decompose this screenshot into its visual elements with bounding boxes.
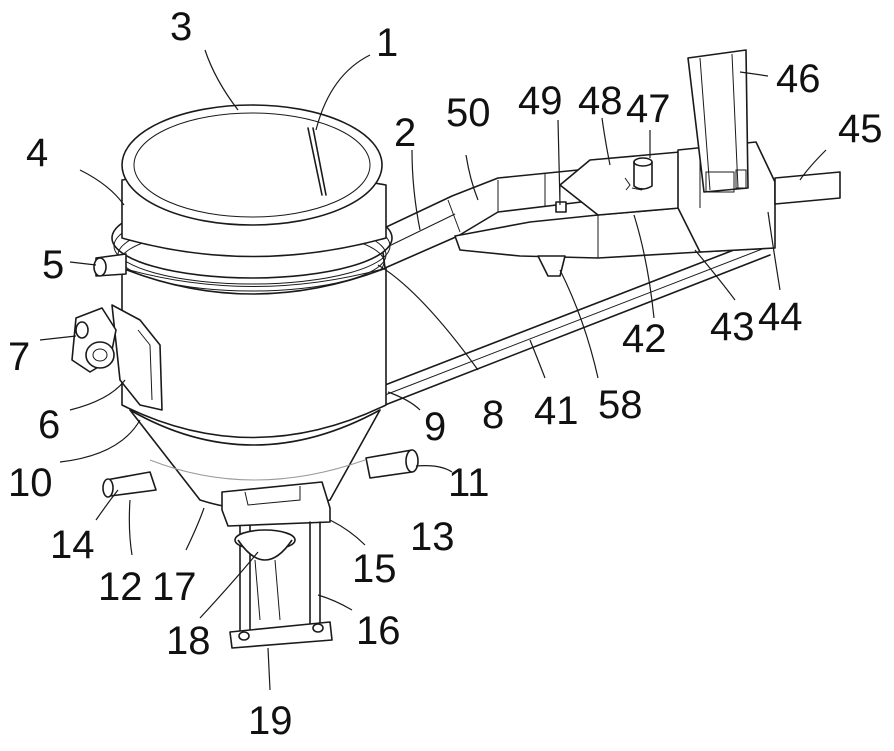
tank-body xyxy=(121,267,387,439)
pipe-14 xyxy=(102,471,157,498)
label-7: 7 xyxy=(8,335,30,379)
label-46: 46 xyxy=(776,57,821,101)
label-6: 6 xyxy=(38,403,60,447)
label-47: 47 xyxy=(626,87,671,131)
label-58: 58 xyxy=(598,383,643,427)
label-17: 17 xyxy=(152,565,197,609)
label-2: 2 xyxy=(394,111,416,155)
label-48: 48 xyxy=(578,79,623,123)
hopper-outlet-58 xyxy=(537,255,566,277)
label-43: 43 xyxy=(710,305,755,349)
reference-numerals: 1 2 3 4 5 6 7 8 9 10 11 12 13 14 15 16 1… xyxy=(8,5,883,743)
label-9: 9 xyxy=(424,405,446,449)
side-pipe-5 xyxy=(93,253,127,277)
end-housing xyxy=(677,49,841,253)
label-49: 49 xyxy=(518,79,563,123)
pipe-11 xyxy=(365,449,419,479)
label-4: 4 xyxy=(26,131,48,175)
label-3: 3 xyxy=(170,5,192,49)
label-14: 14 xyxy=(50,523,95,567)
label-42: 42 xyxy=(622,317,667,361)
side-bracket-6 xyxy=(111,304,163,411)
label-18: 18 xyxy=(166,619,211,663)
label-50: 50 xyxy=(446,91,491,135)
tank-lid xyxy=(121,104,387,258)
label-15: 15 xyxy=(352,547,397,591)
outlet-pipe-45 xyxy=(774,171,841,205)
label-12: 12 xyxy=(98,565,143,609)
label-45: 45 xyxy=(838,107,883,151)
motor-cylinder-47 xyxy=(633,161,653,190)
label-13: 13 xyxy=(410,515,455,559)
label-8: 8 xyxy=(482,393,504,437)
label-1: 1 xyxy=(376,21,398,65)
leader-lines xyxy=(39,49,827,691)
label-10: 10 xyxy=(8,461,53,505)
label-19: 19 xyxy=(248,699,293,743)
sensor-block-49 xyxy=(555,201,567,213)
label-41: 41 xyxy=(534,389,579,433)
valve-assembly xyxy=(221,481,333,649)
motor-box xyxy=(555,151,681,216)
label-44: 44 xyxy=(758,295,803,339)
side-motor-7 xyxy=(71,307,117,373)
label-11: 11 xyxy=(448,461,490,505)
label-5: 5 xyxy=(42,243,64,287)
label-16: 16 xyxy=(356,609,401,653)
